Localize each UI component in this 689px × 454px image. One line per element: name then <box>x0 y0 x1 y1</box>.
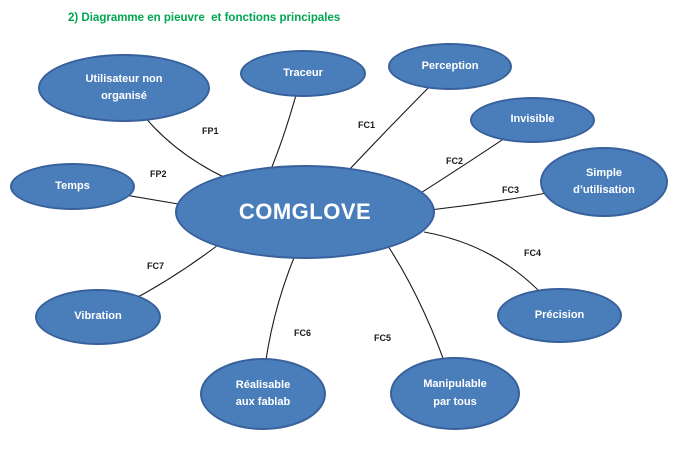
node-utilisateur-non-organise: Utilisateur non organisé <box>38 54 210 122</box>
node-comglove-label: COMGLOVE <box>238 198 372 224</box>
node-precision: Précision <box>497 288 622 343</box>
node-label: Simple <box>585 166 623 179</box>
node-label: d’utilisation <box>573 184 635 196</box>
node-label: Précision <box>534 308 585 321</box>
node-realisable-aux-fablab: Réalisable aux fablab <box>200 358 326 430</box>
connector-label-fc4: FC4 <box>524 248 542 258</box>
node-label: Réalisable <box>235 378 291 391</box>
connector-label-fc7: FC7 <box>147 261 165 271</box>
node-label: Invisible <box>510 113 555 126</box>
connector-label-fp1: FP1 <box>202 126 219 136</box>
node-simple-utilisation: Simple d’utilisation <box>540 147 668 217</box>
connector-label-fc2: FC2 <box>446 156 464 166</box>
connector-label-fp2: FP2 <box>150 169 167 179</box>
node-comglove: COMGLOVE <box>175 165 435 259</box>
node-traceur: Traceur <box>240 50 366 97</box>
node-invisible: Invisible <box>470 97 595 143</box>
node-perception: Perception <box>388 43 512 90</box>
connector-label-fc5: FC5 <box>374 333 392 343</box>
node-label: Vibration <box>74 310 122 323</box>
connector-label-fc1: FC1 <box>358 120 376 130</box>
node-label: organisé <box>101 90 147 102</box>
node-label: par tous <box>433 395 477 408</box>
node-label: Utilisateur non <box>85 72 163 85</box>
diagram-title: 2) Diagramme en pieuvre et fonctions pri… <box>68 12 341 24</box>
node-vibration: Vibration <box>35 289 161 345</box>
connector-label-fc6: FC6 <box>294 328 312 338</box>
node-label: aux fablab <box>235 396 291 408</box>
node-label: Temps <box>55 179 90 192</box>
connector-label-fc3: FC3 <box>502 185 520 195</box>
node-label: Perception <box>421 59 479 72</box>
node-temps: Temps <box>10 163 135 210</box>
node-label: Manipulable <box>423 378 487 391</box>
node-label: Traceur <box>283 66 323 79</box>
node-manipulable-par-tous: Manipulable par tous <box>390 357 520 430</box>
